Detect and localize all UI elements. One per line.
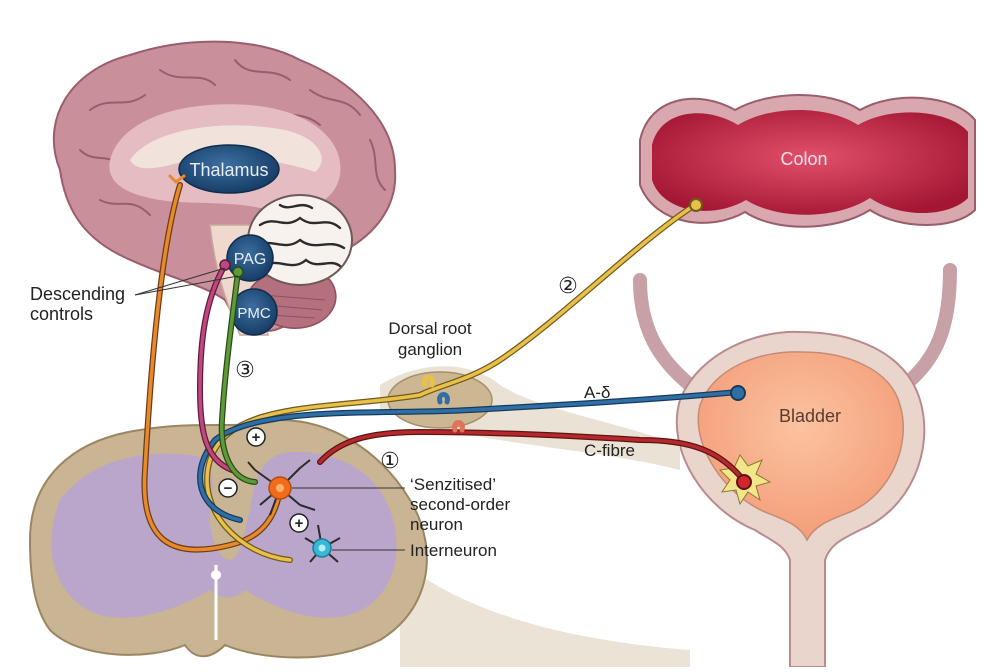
colon-lumen xyxy=(652,110,968,215)
colon-label: Colon xyxy=(780,149,827,169)
a-delta-terminal xyxy=(730,385,746,401)
colon: Colon xyxy=(639,94,976,228)
drg-cell-bodies xyxy=(422,375,465,433)
brain: Thalamus PAG PMC xyxy=(52,40,397,336)
thalamus-label: Thalamus xyxy=(189,160,268,180)
pmc-terminal xyxy=(232,266,244,278)
pathway-marker-2: ② xyxy=(558,273,578,298)
colon-fibre-terminal xyxy=(689,198,703,212)
synapse-sign-plus-top: + xyxy=(246,427,266,447)
interneuron-label: Interneuron xyxy=(410,541,497,560)
thalamus-nucleus: Thalamus xyxy=(178,144,280,194)
synapse-sign-plus-low: + xyxy=(289,513,309,533)
bladder: Bladder xyxy=(633,263,957,668)
spinal-grey-matter xyxy=(51,451,397,618)
svg-text:+: + xyxy=(252,429,261,446)
sensitised-neuron-line3: neuron xyxy=(410,515,463,534)
c-fibre-label: C-fibre xyxy=(584,441,635,460)
c-fibre-terminal xyxy=(736,474,752,490)
interneuron xyxy=(304,524,341,563)
synapse-sign-minus-left: − xyxy=(218,478,238,498)
pmc-label: PMC xyxy=(237,305,271,322)
ureters xyxy=(633,263,957,392)
a-delta-label: A-δ xyxy=(584,383,610,402)
svg-text:+: + xyxy=(295,515,304,532)
pag-label: PAG xyxy=(234,251,267,268)
sensitised-neuron-line1: ‘Senzitised’ xyxy=(410,475,496,494)
descending-controls-line2: controls xyxy=(30,304,93,324)
drg-label-line1: Dorsal root xyxy=(388,319,471,338)
sensitised-neuron-line2: second-order xyxy=(410,495,511,514)
pathway-marker-1: ① xyxy=(380,448,400,473)
second-order-neuron xyxy=(247,459,316,516)
pag-terminal xyxy=(219,259,231,271)
drg-label-line2: ganglion xyxy=(398,340,462,359)
bladder-label: Bladder xyxy=(779,406,841,426)
spinal-tail xyxy=(400,560,690,667)
nerve-fibres xyxy=(141,174,752,563)
svg-text:−: − xyxy=(224,480,233,497)
leader-lines xyxy=(134,267,405,551)
descending-controls-line1: Descending xyxy=(30,284,125,304)
pathway-marker-3: ③ xyxy=(235,357,255,382)
